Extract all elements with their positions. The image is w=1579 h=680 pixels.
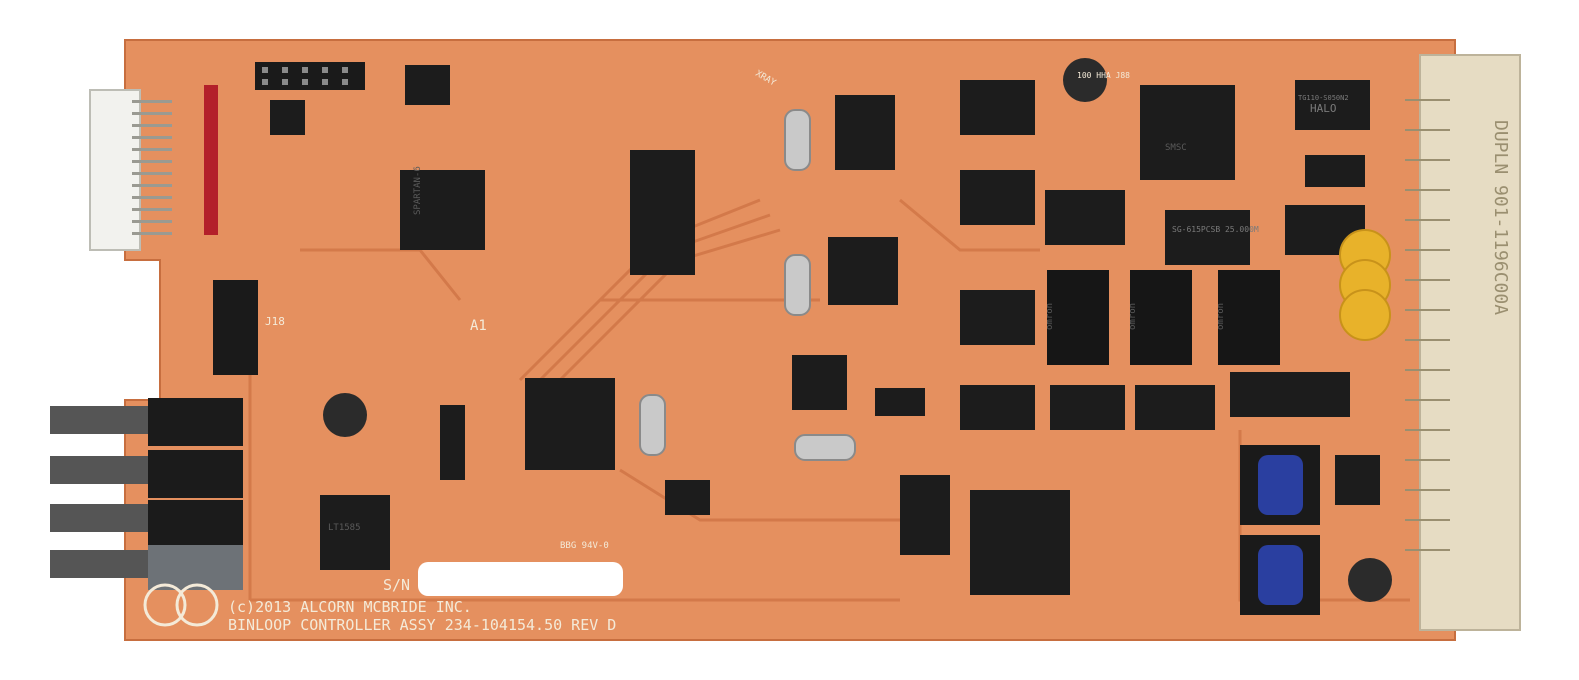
- transformers: [1240, 445, 1320, 615]
- svg-text:omron: omron: [1128, 303, 1138, 330]
- led-bar: [204, 85, 218, 235]
- serial-label: S/N: [383, 576, 410, 594]
- halo-part-label: TG110-S050N2: [1298, 94, 1349, 102]
- halo-label: HALO: [1310, 102, 1337, 115]
- smsc-label: SMSC: [1165, 143, 1187, 153]
- osc-label: SG-615PCSB 25.000M: [1172, 225, 1259, 234]
- spartan-label: SPARTAN-6: [413, 166, 423, 215]
- svg-text:omron: omron: [1045, 303, 1055, 330]
- regulator-label: LT1585: [328, 523, 361, 533]
- edge-connector: [1419, 54, 1521, 631]
- electrolytic-capacitors: [323, 58, 1392, 602]
- j18-label: J18: [265, 315, 285, 328]
- relays: [1047, 270, 1280, 365]
- crystals: [639, 109, 856, 461]
- yellow-capacitors: [1339, 229, 1391, 341]
- edge-part-label: DUPLN 901-1196C00A: [1490, 120, 1511, 315]
- copyright-text: (c)2013 ALCORN MCBRIDE INC.: [228, 598, 472, 616]
- fiber-connectors: [50, 398, 243, 590]
- ribbon-pins: [132, 100, 172, 235]
- ribbon-connector: [89, 89, 141, 251]
- header-top-pins: [262, 67, 348, 85]
- ul-label: BBG 94V-0: [560, 541, 609, 551]
- svg-text:omron: omron: [1216, 303, 1226, 330]
- mount-holes: [143, 583, 219, 627]
- serial-blank: [418, 562, 623, 596]
- ic-chips: [270, 65, 1380, 595]
- relay-labels: omron omron omron: [1045, 303, 1226, 330]
- cap-label-top: 100 HHA J88: [1077, 71, 1130, 80]
- j18-header: [213, 280, 258, 375]
- pin-header-top: [255, 62, 365, 90]
- edge-pins: [1405, 99, 1450, 551]
- assembly-text: BINLOOP CONTROLLER ASSY 234-104154.50 RE…: [228, 616, 616, 634]
- flag-label: A1: [470, 318, 487, 334]
